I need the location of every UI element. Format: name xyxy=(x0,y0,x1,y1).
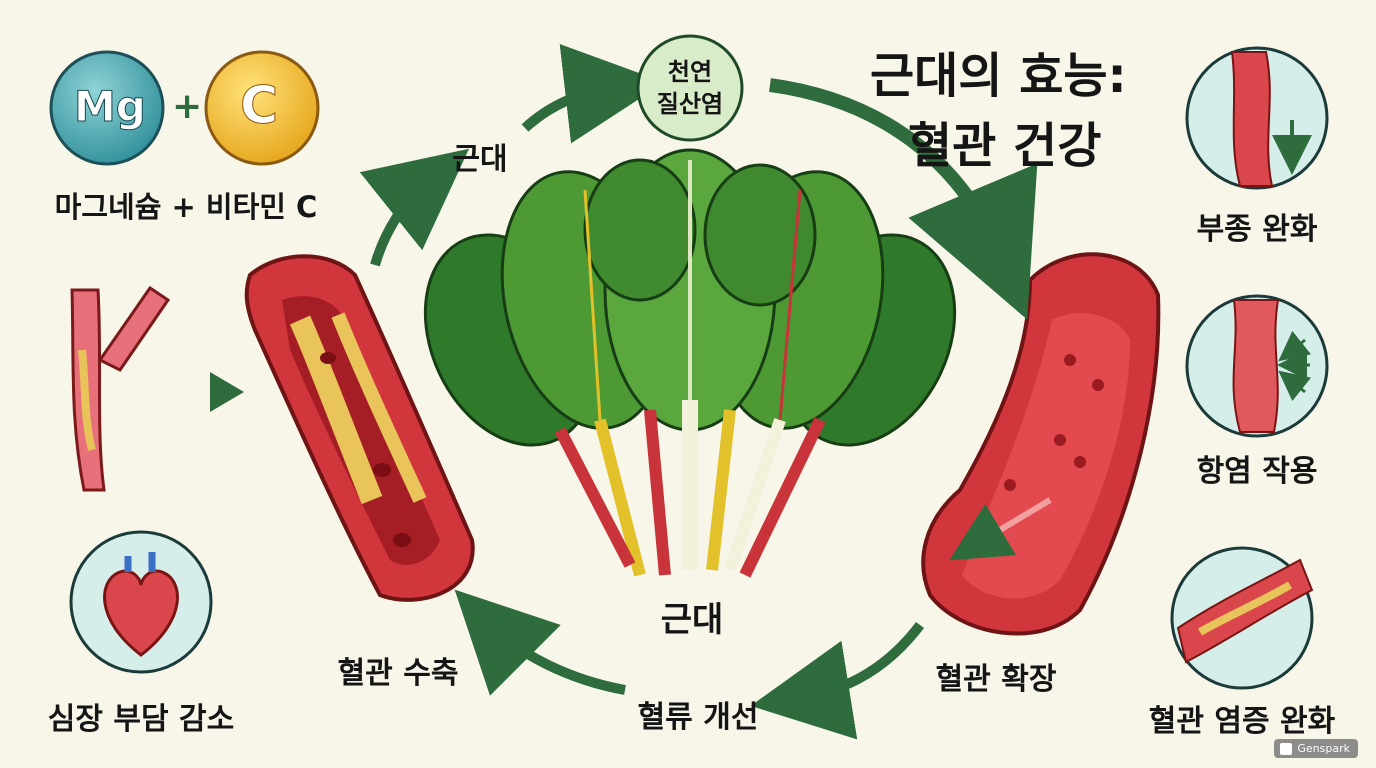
edema-relief-icon xyxy=(1185,46,1329,190)
title-line1: 근대의 효능: xyxy=(870,48,1127,104)
benefit-label-anti-inflammatory: 항염 작용 xyxy=(1196,454,1318,489)
magnesium-icon xyxy=(49,50,165,166)
arrow-to-top-node xyxy=(359,148,470,267)
blood-flow-label: 혈류 개선 xyxy=(637,700,759,735)
heart-icon xyxy=(69,530,213,674)
genspark-badge: Genspark xyxy=(1274,739,1358,758)
benefit-label-edema: 부종 완화 xyxy=(1196,212,1318,247)
arrow-to-constricted xyxy=(454,589,626,696)
nitrate-node-circle xyxy=(636,34,744,142)
constricted-vessel-illustration xyxy=(244,254,475,602)
nitrate-line1: 천연 xyxy=(667,58,713,86)
cycle-node-chard: 근대 xyxy=(452,142,508,177)
genspark-logo-icon xyxy=(1280,742,1293,755)
arrow-to-dilated xyxy=(769,78,1038,320)
vascular-inflammation-icon xyxy=(1170,546,1314,690)
nitrate-line2: 질산염 xyxy=(656,90,724,118)
arrow-to-blood-flow xyxy=(750,621,924,740)
benefit-label-vascular-inflammation: 혈관 염증 완화 xyxy=(1148,704,1336,739)
dilated-vessel-illustration xyxy=(921,252,1161,636)
arrow-to-nitrate xyxy=(521,44,665,144)
vasoconstriction-label: 혈관 수축 xyxy=(337,656,459,691)
chard-center-label: 근대 xyxy=(660,600,724,640)
genspark-badge-text: Genspark xyxy=(1297,742,1350,755)
plus-sign: + xyxy=(172,86,203,127)
fade-arrow-left-head xyxy=(210,372,244,412)
nutrient-caption: 마그네슘 + 비타민 C xyxy=(54,190,318,224)
anti-inflammatory-icon xyxy=(1185,294,1329,438)
vitamin-c-icon xyxy=(204,50,320,166)
vitamin-c-symbol: C xyxy=(239,76,279,137)
constricted-vessel-small-icon xyxy=(70,285,171,492)
chard-bunch-illustration xyxy=(423,148,957,578)
benefit-label-heart: 심장 부담 감소 xyxy=(47,702,235,737)
magnesium-symbol: Mg xyxy=(74,82,147,132)
vasodilation-label: 혈관 확장 xyxy=(935,662,1057,697)
title-line2: 혈관 건강 xyxy=(908,118,1102,174)
